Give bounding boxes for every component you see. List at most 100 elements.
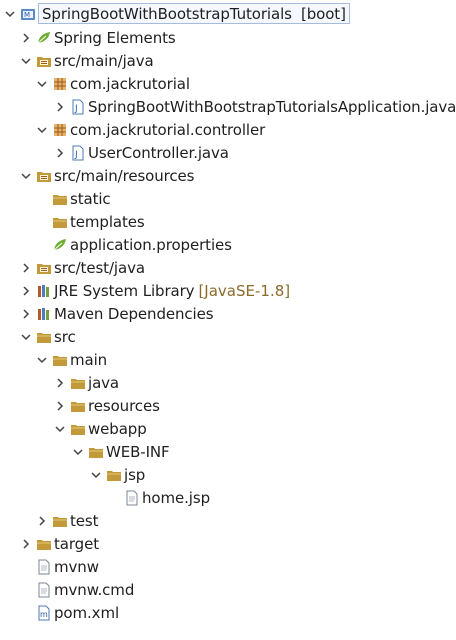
- package-icon: [52, 76, 68, 92]
- folder-icon: [88, 444, 104, 460]
- properties-file-icon: [52, 237, 68, 253]
- file-icon: [36, 582, 52, 598]
- collapsed-chevron-icon[interactable]: [20, 30, 32, 46]
- tree-row-src[interactable]: src: [20, 325, 456, 348]
- tree-item-label: target: [54, 534, 100, 553]
- tree-item-label: JRE System Library: [54, 281, 195, 300]
- spring-icon: [36, 30, 52, 46]
- folder-icon: [52, 214, 68, 230]
- tree-item-label: com.jackrutorial: [70, 74, 190, 93]
- tree-item-label: webapp: [88, 419, 147, 438]
- tree-row-mvnw-cmd[interactable]: mvnw.cmd: [20, 578, 456, 601]
- expanded-chevron-icon[interactable]: [54, 421, 66, 437]
- expanded-chevron-icon[interactable]: [72, 444, 84, 460]
- file-icon: [36, 559, 52, 575]
- tree-row-maven-dependencies[interactable]: Maven Dependencies: [20, 302, 456, 325]
- project-icon: M: [20, 6, 36, 22]
- source-folder-icon: [36, 260, 52, 276]
- svg-text:M: M: [24, 11, 30, 19]
- root-decoration: [boot]: [300, 5, 346, 23]
- tree-row-web-inf[interactable]: WEB-INF: [72, 440, 456, 463]
- tree-item-label: test: [70, 511, 99, 530]
- svg-text:J: J: [74, 150, 78, 160]
- tree-root-row[interactable]: M SpringBootWithBootstrapTutorials [boot…: [4, 2, 456, 25]
- tree-row-test[interactable]: test: [36, 509, 456, 532]
- folder-icon: [106, 467, 122, 483]
- tree-row-application-properties[interactable]: application.properties: [36, 233, 456, 256]
- tree-item-label: static: [70, 189, 111, 208]
- package-icon: [52, 122, 68, 138]
- root-label: SpringBootWithBootstrapTutorials: [42, 5, 292, 23]
- tree-item-label: WEB-INF: [106, 442, 170, 461]
- tree-row-home-jsp[interactable]: home.jsp: [108, 486, 456, 509]
- tree-row-mvnw[interactable]: mvnw: [20, 555, 456, 578]
- tree-row-java[interactable]: java: [54, 371, 456, 394]
- tree-row-templates[interactable]: templates: [36, 210, 456, 233]
- expanded-chevron-icon[interactable]: [36, 76, 48, 92]
- tree-row-target[interactable]: target: [20, 532, 456, 555]
- folder-icon: [70, 421, 86, 437]
- collapsed-chevron-icon[interactable]: [54, 398, 66, 414]
- tree-row-jsp[interactable]: jsp: [90, 463, 456, 486]
- collapsed-chevron-icon[interactable]: [20, 260, 32, 276]
- tree-row-resources[interactable]: resources: [54, 394, 456, 417]
- collapsed-chevron-icon[interactable]: [54, 145, 66, 161]
- tree-row-usercontroller-java[interactable]: J UserController.java: [54, 141, 456, 164]
- tree-item-label: mvnw: [54, 557, 99, 576]
- tree-row-main[interactable]: main: [36, 348, 456, 371]
- tree-row-package-controller[interactable]: com.jackrutorial.controller: [36, 118, 456, 141]
- folder-icon: [70, 398, 86, 414]
- expanded-chevron-icon[interactable]: [90, 467, 102, 483]
- collapsed-chevron-icon[interactable]: [54, 375, 66, 391]
- tree-row-src-main-java[interactable]: src/main/java: [20, 49, 456, 72]
- expanded-chevron-icon[interactable]: [20, 329, 32, 345]
- java-file-icon: J: [70, 99, 86, 115]
- collapsed-chevron-icon[interactable]: [54, 99, 66, 115]
- svg-text:J: J: [74, 104, 78, 114]
- expanded-chevron-icon[interactable]: [20, 53, 32, 69]
- tree-item-label: UserController.java: [88, 143, 229, 162]
- tree-item-label: src/main/java: [54, 51, 154, 70]
- tree-item-label: src/main/resources: [54, 166, 195, 185]
- tree-row-src-main-resources[interactable]: src/main/resources: [20, 164, 456, 187]
- tree-row-application-java[interactable]: J SpringBootWithBootstrapTutorialsApplic…: [54, 95, 456, 118]
- tree-item-decoration: [JavaSE-1.8]: [198, 281, 291, 300]
- expanded-chevron-icon[interactable]: [36, 122, 48, 138]
- tree-row-static[interactable]: static: [36, 187, 456, 210]
- tree-item-label: jsp: [124, 465, 146, 484]
- tree-row-spring-elements[interactable]: Spring Elements: [20, 26, 456, 49]
- tree-item-label: pom.xml: [54, 603, 120, 622]
- folder-icon: [36, 329, 52, 345]
- tree-row-jre-system-library[interactable]: JRE System Library [JavaSE-1.8]: [20, 279, 456, 302]
- expanded-chevron-icon[interactable]: [36, 352, 48, 368]
- folder-icon: [70, 375, 86, 391]
- collapsed-chevron-icon[interactable]: [36, 513, 48, 529]
- svg-text:m: m: [40, 610, 48, 619]
- tree-item-label: resources: [88, 396, 160, 415]
- tree-row-webapp[interactable]: webapp: [54, 417, 456, 440]
- collapsed-chevron-icon[interactable]: [20, 536, 32, 552]
- folder-icon: [52, 191, 68, 207]
- tree-item-label: Maven Dependencies: [54, 304, 214, 323]
- tree-item-label: SpringBootWithBootstrapTutorialsApplicat…: [88, 97, 456, 116]
- expanded-chevron-icon[interactable]: [20, 168, 32, 184]
- file-icon: [124, 490, 140, 506]
- collapsed-chevron-icon[interactable]: [20, 306, 32, 322]
- library-icon: [36, 306, 52, 322]
- folder-icon: [52, 352, 68, 368]
- source-folder-icon: [36, 53, 52, 69]
- collapsed-chevron-icon[interactable]: [20, 283, 32, 299]
- root-label-box: SpringBootWithBootstrapTutorials [boot]: [38, 3, 350, 24]
- tree-item-label: mvnw.cmd: [54, 580, 135, 599]
- maven-file-icon: m: [36, 605, 52, 621]
- tree-row-pom-xml[interactable]: m pom.xml: [20, 601, 456, 624]
- folder-icon: [36, 536, 52, 552]
- library-icon: [36, 283, 52, 299]
- expanded-chevron-icon[interactable]: [4, 6, 16, 22]
- tree-item-label: java: [88, 373, 120, 392]
- tree-row-package-com-jackrutorial[interactable]: com.jackrutorial: [36, 72, 456, 95]
- tree-row-src-test-java[interactable]: src/test/java: [20, 256, 456, 279]
- java-file-icon: J: [70, 145, 86, 161]
- tree-item-label: main: [70, 350, 108, 369]
